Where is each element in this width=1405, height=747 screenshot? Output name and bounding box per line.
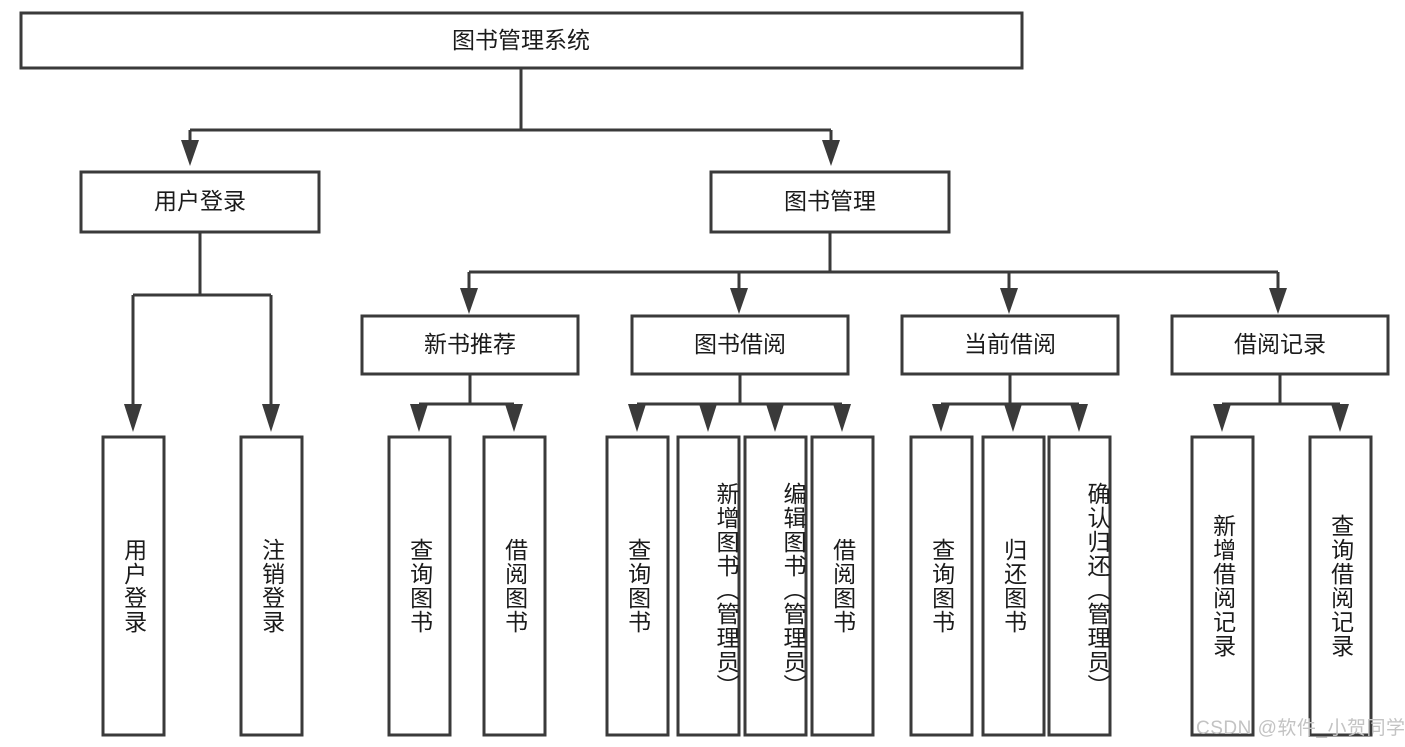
leaf-box-logout[interactable] — [239, 435, 304, 737]
arrow-newbook-leaf-1 — [410, 404, 428, 432]
node-new-book-recommend-label: 新书推荐 — [424, 331, 516, 357]
arrow-bookmgmt-book-borrow — [730, 288, 748, 314]
leaf-box-query-book-2[interactable] — [605, 435, 670, 737]
node-user-login-label: 用户登录 — [154, 188, 246, 214]
node-root[interactable] — [19, 11, 1024, 70]
node-book-management-label: 图书管理 — [784, 188, 876, 214]
arrow-bookborrow-leaf-1 — [628, 404, 646, 432]
node-borrow-record[interactable] — [1170, 314, 1390, 376]
arrow-currentborrow-leaf-2 — [1004, 404, 1022, 432]
arrow-root-to-login — [181, 140, 199, 166]
leaf-box-query-borrow-record[interactable] — [1308, 435, 1373, 737]
arrow-borrowrecord-leaf-1 — [1213, 404, 1231, 432]
arrow-currentborrow-leaf-1 — [932, 404, 950, 432]
arrow-bookborrow-leaf-2 — [699, 404, 717, 432]
csdn-watermark: CSDN @软件_小贺同学 — [1196, 718, 1405, 739]
arrow-newbook-leaf-2 — [505, 404, 523, 432]
leaf-box-borrow-book-1[interactable] — [482, 435, 547, 737]
node-new-book-recommend[interactable] — [360, 314, 580, 376]
leaf-box-query-book-1[interactable] — [387, 435, 452, 737]
leaf-box-return-book[interactable] — [981, 435, 1046, 737]
arrow-root-to-bookmgmt — [822, 140, 840, 166]
node-borrow-record-label: 借阅记录 — [1234, 331, 1326, 357]
arrow-bookmgmt-borrow-record — [1269, 288, 1287, 314]
node-root-label: 图书管理系统 — [452, 27, 590, 53]
leaf-box-confirm-return-admin[interactable] — [1047, 435, 1112, 737]
leaf-box-add-borrow-record[interactable] — [1190, 435, 1255, 737]
node-book-management[interactable] — [709, 170, 951, 234]
node-book-borrow-label: 图书借阅 — [694, 331, 786, 357]
arrow-bookborrow-leaf-3 — [766, 404, 784, 432]
node-book-borrow[interactable] — [630, 314, 850, 376]
arrow-bookmgmt-new-book — [460, 288, 478, 314]
node-current-borrow[interactable] — [900, 314, 1120, 376]
arrow-bookmgmt-current-borrow — [1000, 288, 1018, 314]
leaf-box-add-book-admin[interactable] — [676, 435, 741, 737]
leaf-box-user-login[interactable] — [101, 435, 166, 737]
node-current-borrow-label: 当前借阅 — [964, 331, 1056, 357]
leaf-box-edit-book-admin[interactable] — [743, 435, 808, 737]
arrow-login-leaf-2 — [262, 404, 280, 432]
leaf-box-borrow-book-2[interactable] — [810, 435, 875, 737]
arrow-borrowrecord-leaf-2 — [1331, 404, 1349, 432]
arrow-currentborrow-leaf-3 — [1070, 404, 1088, 432]
leaf-box-query-book-3[interactable] — [909, 435, 974, 737]
arrow-bookborrow-leaf-4 — [833, 404, 851, 432]
arrow-login-leaf-1 — [124, 404, 142, 432]
